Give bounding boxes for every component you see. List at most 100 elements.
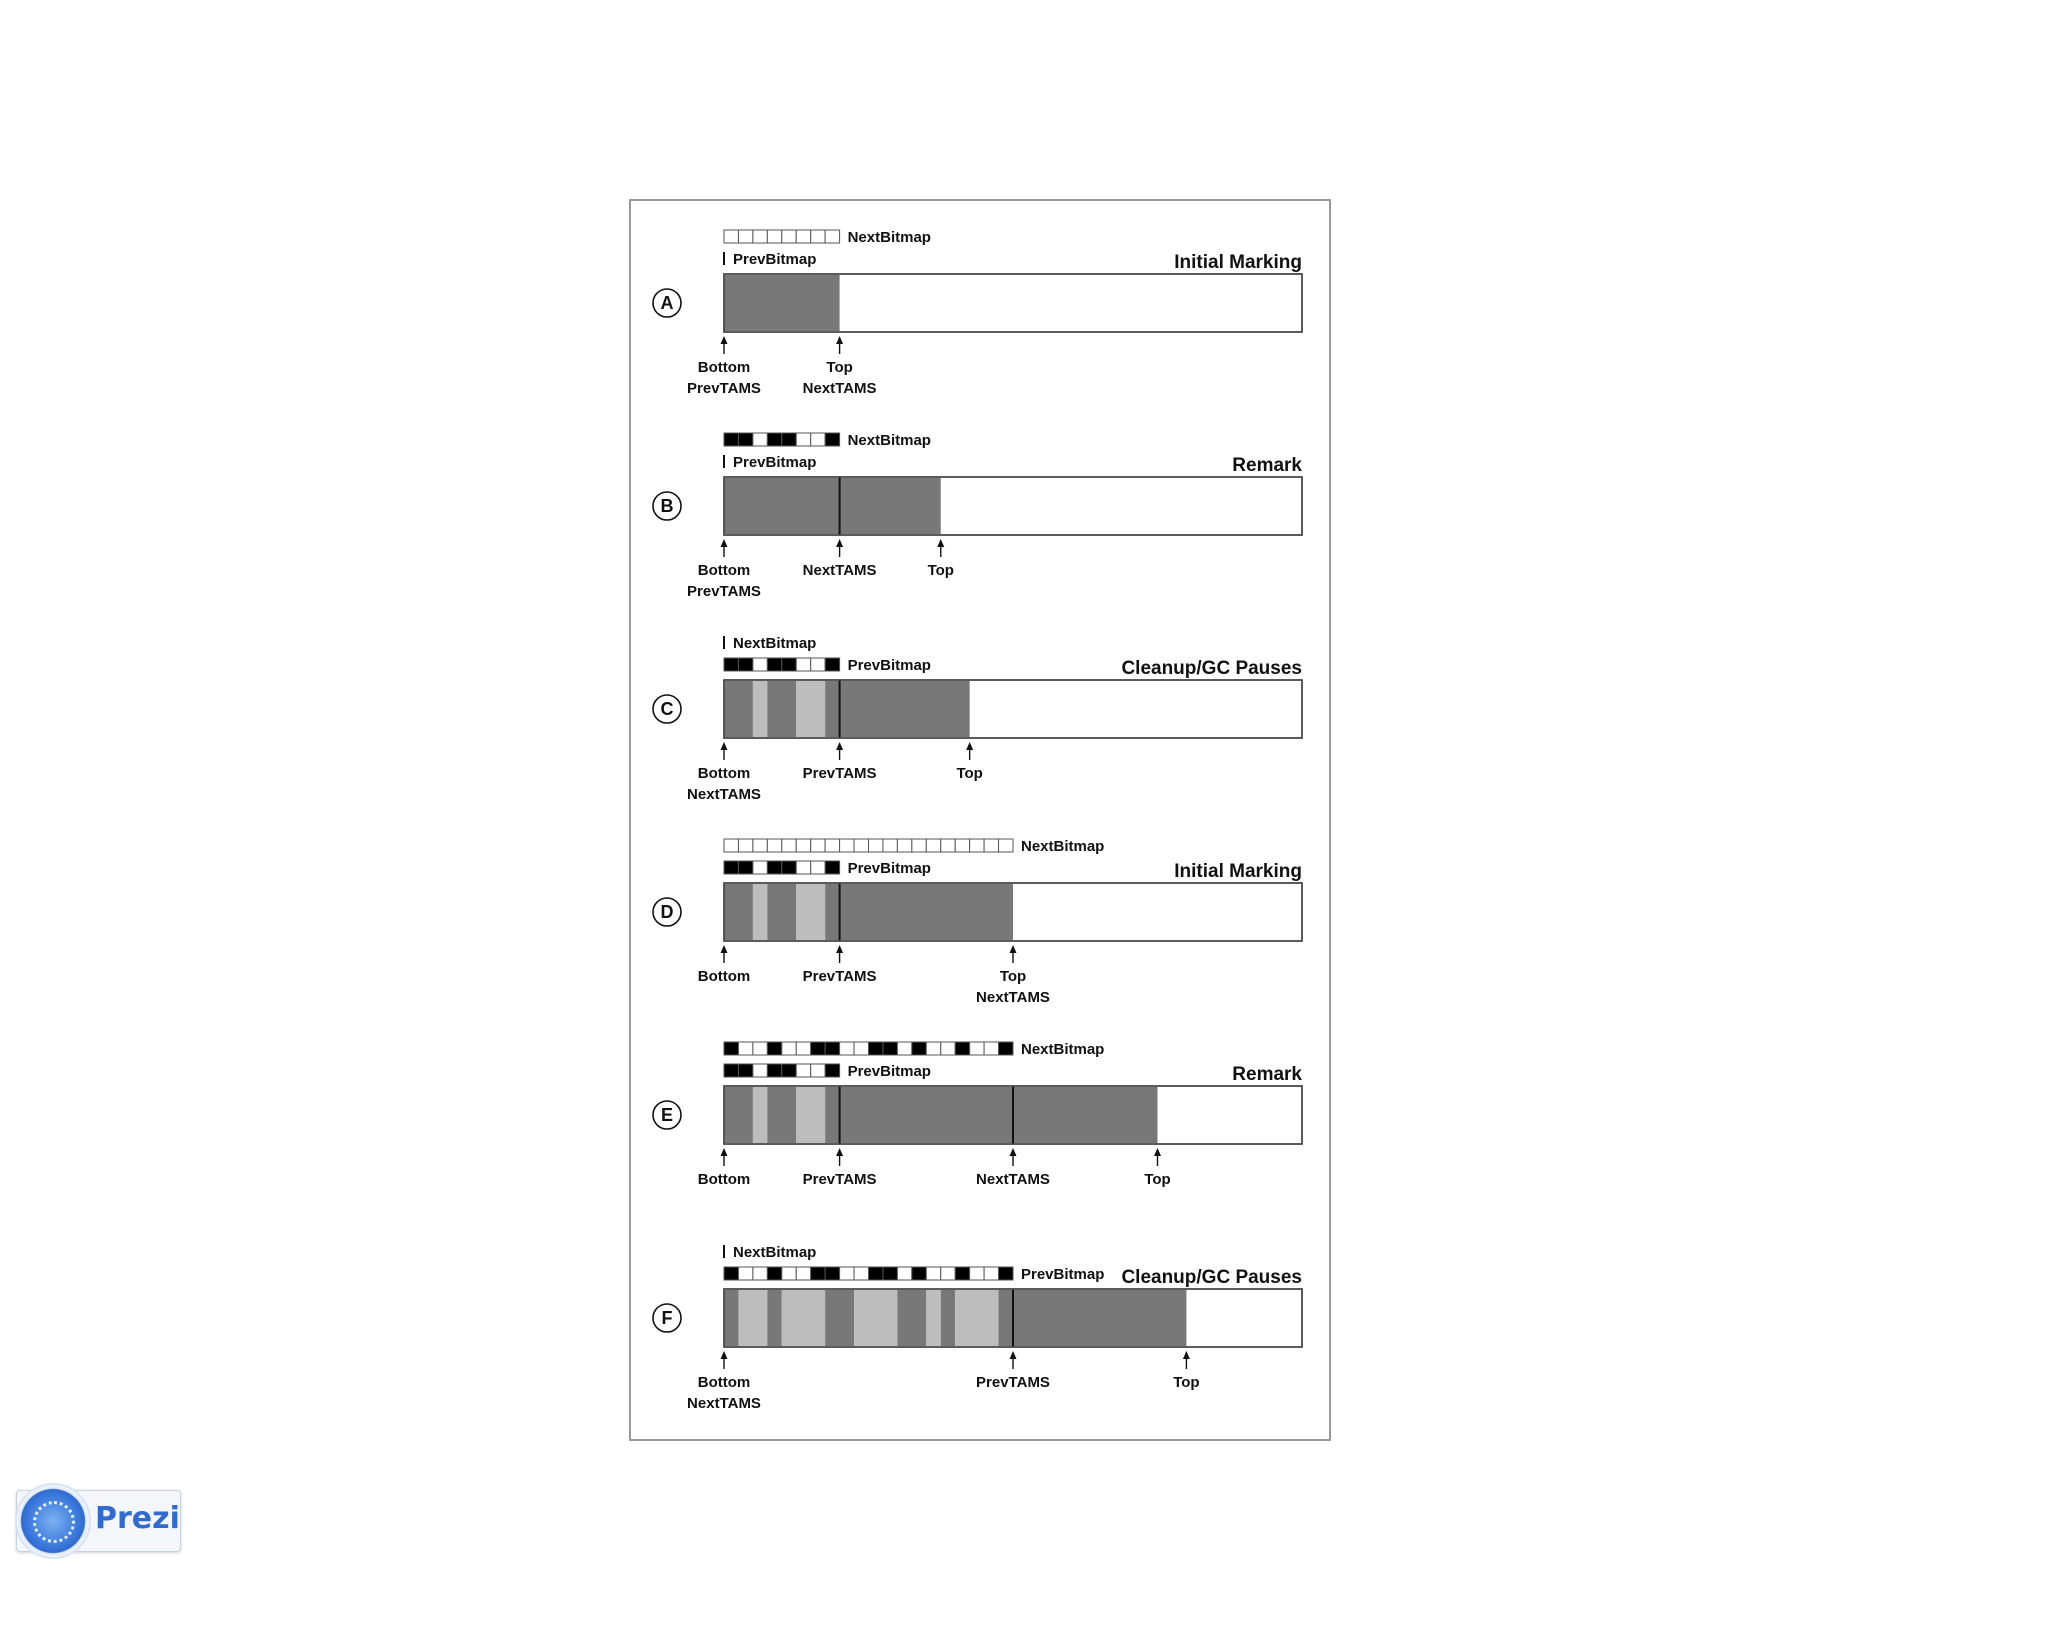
panel-letter: E xyxy=(661,1105,673,1125)
bitmap-cell xyxy=(868,1266,884,1281)
pointer-label: NextTAMS xyxy=(687,1395,761,1412)
bitmap-cell xyxy=(824,432,841,447)
pointer-label: PrevTAMS xyxy=(687,380,761,397)
bitmap-cell xyxy=(781,1041,797,1056)
pointer-label: Bottom xyxy=(698,968,751,985)
pointer-label: PrevTAMS xyxy=(803,968,877,985)
panel-title: Cleanup/GC Pauses xyxy=(1121,1267,1302,1288)
pointer-arrow-head xyxy=(720,1148,728,1156)
bitmap-label: NextBitmap xyxy=(1021,838,1104,855)
bitmap-cell xyxy=(723,838,739,853)
bitmap-cell xyxy=(766,229,783,244)
bitmap-cell xyxy=(925,1041,942,1056)
pointer-arrow-head xyxy=(836,742,844,750)
heap-fill-light xyxy=(781,1290,826,1346)
bitmap-cell xyxy=(752,229,768,244)
next-bitmap-row: NextBitmap xyxy=(723,635,816,652)
heap-fill-dark xyxy=(724,275,840,331)
bitmap-cell xyxy=(723,860,739,875)
bitmap-cell xyxy=(824,1041,841,1056)
prev-bitmap-row: PrevBitmap xyxy=(723,1063,931,1080)
bitmap-cell xyxy=(795,432,812,447)
heap-region-outline xyxy=(723,273,1303,333)
panel-letter-circle xyxy=(652,491,682,521)
bitmap-cell xyxy=(839,1266,855,1281)
bitmap-cell xyxy=(925,1266,942,1281)
bitmap-label: PrevBitmap xyxy=(848,1063,931,1080)
bitmap-cell xyxy=(795,1266,812,1281)
heap-fill-dark xyxy=(897,1290,927,1346)
pointer-arrow-head xyxy=(937,539,945,547)
heap-fill-dark xyxy=(724,1087,753,1143)
bitmap-cell xyxy=(737,229,754,244)
pointer-label: NextTAMS xyxy=(976,1171,1050,1188)
pointer-arrow-head xyxy=(836,945,844,953)
next-bitmap-row: NextBitmap xyxy=(723,432,931,449)
pointer-arrow-head xyxy=(836,1148,844,1156)
heap-fill-light xyxy=(854,1290,898,1346)
panel-title: Remark xyxy=(1232,1064,1302,1085)
heap-fill-dark xyxy=(724,681,753,737)
prezi-badge-text: Prezi xyxy=(95,1501,180,1536)
heap-fill-dark xyxy=(825,1290,855,1346)
panel-letter: C xyxy=(661,699,674,719)
bitmap-cell xyxy=(954,838,971,853)
heap-fill-dark xyxy=(724,884,753,940)
heap-fill-dark xyxy=(767,681,797,737)
prezi-badge[interactable]: Prezi xyxy=(15,1483,181,1559)
bitmap-cell xyxy=(795,1041,812,1056)
heap-fill-light xyxy=(955,1290,999,1346)
bitmap-cell xyxy=(810,432,826,447)
bitmap-cell xyxy=(954,1266,971,1281)
bitmap-cell xyxy=(737,1266,754,1281)
heap-region-outline xyxy=(723,679,1303,739)
bitmap-cell xyxy=(911,838,927,853)
pointer-arrow-head xyxy=(836,336,844,344)
bitmap-cell xyxy=(853,838,869,853)
bitmap-cell xyxy=(737,657,754,672)
bitmap-cell xyxy=(795,860,812,875)
bitmap-label: NextBitmap xyxy=(733,1244,816,1261)
bitmap-cell xyxy=(795,1063,812,1078)
bitmap-cell xyxy=(911,1266,927,1281)
next-bitmap-row: NextBitmap xyxy=(723,1244,816,1261)
pointer-arrow-head xyxy=(966,742,974,750)
pointer-label: Top xyxy=(928,562,954,579)
heap-fill-light xyxy=(752,884,768,940)
bitmap-cell xyxy=(969,1041,985,1056)
bitmap-cell xyxy=(737,432,754,447)
bitmap-label: PrevBitmap xyxy=(733,454,816,471)
panel-letter: F xyxy=(662,1308,673,1328)
bitmap-cell xyxy=(853,1266,869,1281)
bitmap-cell xyxy=(882,1266,898,1281)
panel-letter-circle xyxy=(652,1303,682,1333)
bitmap-cell xyxy=(810,838,826,853)
bitmap-cell xyxy=(824,229,841,244)
bitmap-cell xyxy=(940,1041,956,1056)
pointer-label: PrevTAMS xyxy=(803,1171,877,1188)
bitmap-cell xyxy=(781,432,797,447)
pointer-label: Top xyxy=(1000,968,1026,985)
pointer-label: Bottom xyxy=(698,1374,751,1391)
heap-region-outline xyxy=(723,476,1303,536)
bitmap-cell xyxy=(752,1266,768,1281)
panel-letter-circle xyxy=(652,288,682,318)
bitmap-cell xyxy=(824,860,841,875)
bitmap-cell xyxy=(810,229,826,244)
bitmap-cell xyxy=(824,657,841,672)
panel-letter-circle xyxy=(652,694,682,724)
bitmap-cell xyxy=(998,1266,1014,1281)
bitmap-cell xyxy=(810,1063,826,1078)
pointer-arrow-head xyxy=(836,539,844,547)
bitmap-cell xyxy=(737,1063,754,1078)
pointer-label: Bottom xyxy=(698,562,751,579)
pointer-label: Top xyxy=(956,765,982,782)
panel-title: Initial Marking xyxy=(1174,861,1302,882)
bitmap-cell xyxy=(766,1041,783,1056)
